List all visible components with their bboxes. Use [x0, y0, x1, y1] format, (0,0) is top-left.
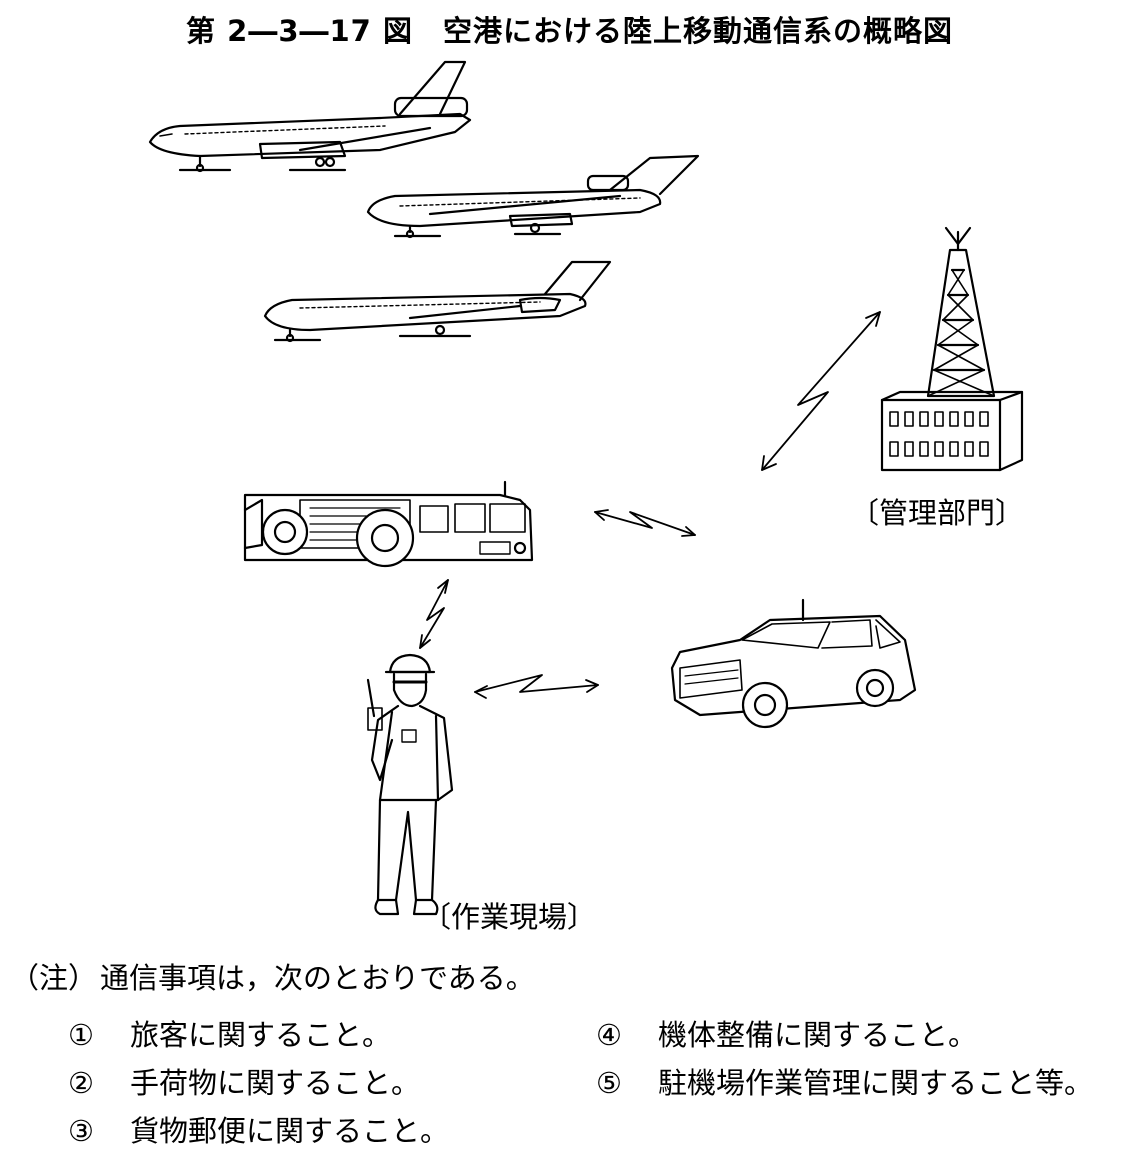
- note-item-text: 貨物郵便に関すること。: [130, 1114, 450, 1148]
- note-item-number: ⑤: [596, 1066, 622, 1100]
- note-item: ⑤ 駐機場作業管理に関すること等。: [596, 1060, 1093, 1102]
- radio-link-arrow-icon: [594, 509, 696, 537]
- figure-title: 第 2―3―17 図 空港における陸上移動通信系の概略図: [186, 14, 953, 48]
- note-item-number: ③: [68, 1114, 94, 1148]
- airplane-icon: [148, 60, 472, 173]
- diagram-canvas: [148, 60, 1024, 916]
- label-worksite: 〔作業現場〕: [422, 900, 597, 934]
- radio-link-arrow-icon: [419, 579, 449, 649]
- radio-link-arrow-icon: [474, 674, 599, 699]
- note-text: 通信事項は，次のとおりである。: [100, 961, 535, 995]
- worker-icon: [366, 653, 454, 916]
- radio-link-arrow-icon: [761, 311, 881, 471]
- note-item: ① 旅客に関すること。: [68, 1012, 391, 1054]
- note-item-text: 旅客に関すること。: [130, 1018, 392, 1052]
- note-item-number: ①: [68, 1018, 94, 1052]
- airplane-icon: [366, 154, 700, 239]
- note-item: ③ 貨物郵便に関すること。: [68, 1108, 449, 1150]
- car-icon: [670, 598, 917, 729]
- note-item: ④ 機体整備に関すること。: [596, 1012, 977, 1054]
- note-item-text: 機体整備に関すること。: [658, 1018, 978, 1052]
- radio-tower-building-icon: [880, 226, 1024, 472]
- towing-tractor-icon: [243, 480, 534, 568]
- label-management: 〔管理部門〕: [850, 496, 1025, 530]
- note-prefix: （注）: [10, 961, 98, 995]
- note-item-text: 手荷物に関すること。: [130, 1066, 421, 1100]
- note-item-text: 駐機場作業管理に関すること等。: [658, 1066, 1094, 1100]
- airplane-icon: [263, 260, 612, 343]
- note-item-number: ④: [596, 1018, 622, 1052]
- note-item: ② 手荷物に関すること。: [68, 1060, 420, 1102]
- note-item-number: ②: [68, 1066, 94, 1100]
